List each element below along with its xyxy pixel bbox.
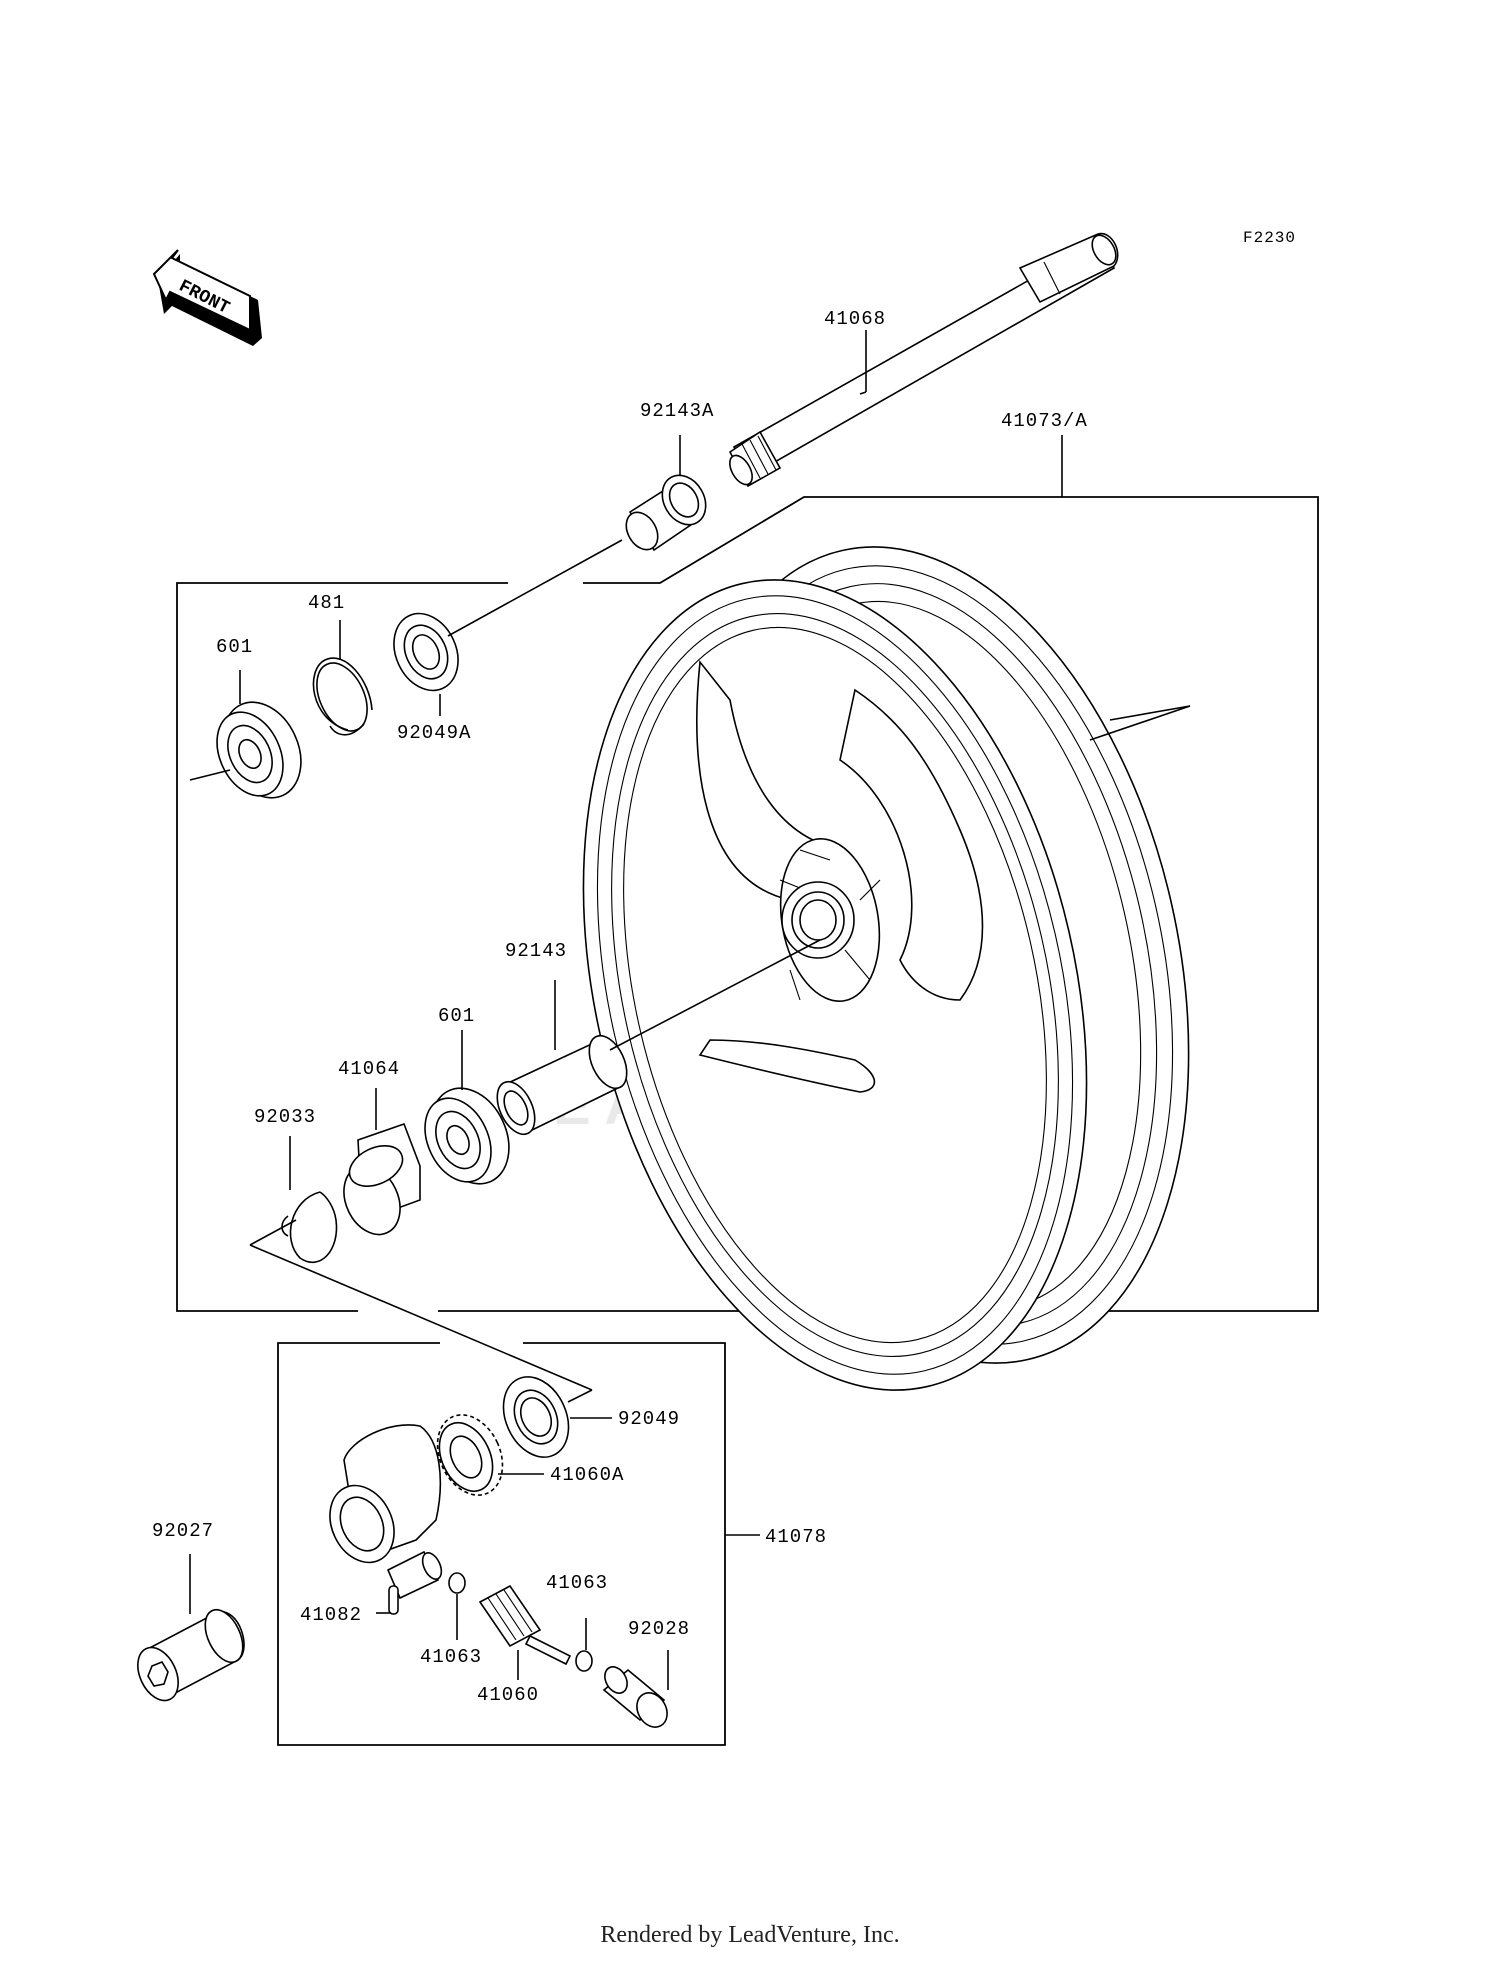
pinion-41060 bbox=[478, 1584, 572, 1666]
label-601-top[interactable]: 601 bbox=[216, 636, 253, 658]
leader-lines bbox=[189, 330, 1063, 1690]
label-92143A[interactable]: 92143A bbox=[640, 400, 714, 422]
footer-credit: Rendered by LeadVenture, Inc. bbox=[600, 1922, 900, 1948]
diagram-code: F2230 bbox=[1243, 229, 1296, 247]
front-wheel bbox=[582, 546, 1191, 1391]
label-92033[interactable]: 92033 bbox=[254, 1106, 316, 1128]
bearing-601-top bbox=[216, 701, 302, 799]
circlip-92033 bbox=[281, 1191, 338, 1264]
oil-seal-92049 bbox=[502, 1376, 570, 1458]
label-41082[interactable]: 41082 bbox=[300, 1604, 362, 1626]
label-481[interactable]: 481 bbox=[308, 592, 345, 614]
label-41063-left[interactable]: 41063 bbox=[420, 1646, 482, 1668]
label-92027[interactable]: 92027 bbox=[152, 1520, 214, 1542]
axle-41068 bbox=[728, 232, 1119, 488]
label-41073A[interactable]: 41073/A bbox=[1001, 410, 1088, 432]
collar-92143A bbox=[625, 474, 707, 552]
bushing-92028 bbox=[602, 1666, 668, 1728]
pin-41082 bbox=[388, 1585, 399, 1615]
gear-41060A bbox=[436, 1414, 504, 1496]
bearing-601-bottom bbox=[424, 1087, 510, 1185]
label-41060[interactable]: 41060 bbox=[477, 1684, 539, 1706]
label-41060A[interactable]: 41060A bbox=[550, 1464, 624, 1486]
washer-41063-right bbox=[575, 1650, 593, 1672]
label-601-bottom[interactable]: 601 bbox=[438, 1005, 475, 1027]
oil-seal-92049A bbox=[393, 612, 459, 692]
collar-92143 bbox=[496, 1034, 628, 1136]
speedometer-group-box bbox=[277, 1342, 726, 1746]
collar-92027 bbox=[137, 1608, 245, 1702]
label-41068[interactable]: 41068 bbox=[824, 308, 886, 330]
wheel-group-box bbox=[176, 582, 508, 1312]
label-92143[interactable]: 92143 bbox=[505, 940, 567, 962]
label-41078[interactable]: 41078 bbox=[765, 1526, 827, 1548]
label-41063-right[interactable]: 41063 bbox=[546, 1572, 608, 1594]
label-92028[interactable]: 92028 bbox=[628, 1618, 690, 1640]
label-92049A[interactable]: 92049A bbox=[397, 722, 471, 744]
gear-housing bbox=[329, 1424, 443, 1600]
label-92049[interactable]: 92049 bbox=[618, 1408, 680, 1430]
circlip-481 bbox=[312, 657, 373, 736]
washer-41063-left bbox=[448, 1572, 466, 1594]
retainer-41064 bbox=[343, 1122, 421, 1236]
label-41064[interactable]: 41064 bbox=[338, 1058, 400, 1080]
front-arrow-icon: FRONT bbox=[152, 249, 262, 346]
